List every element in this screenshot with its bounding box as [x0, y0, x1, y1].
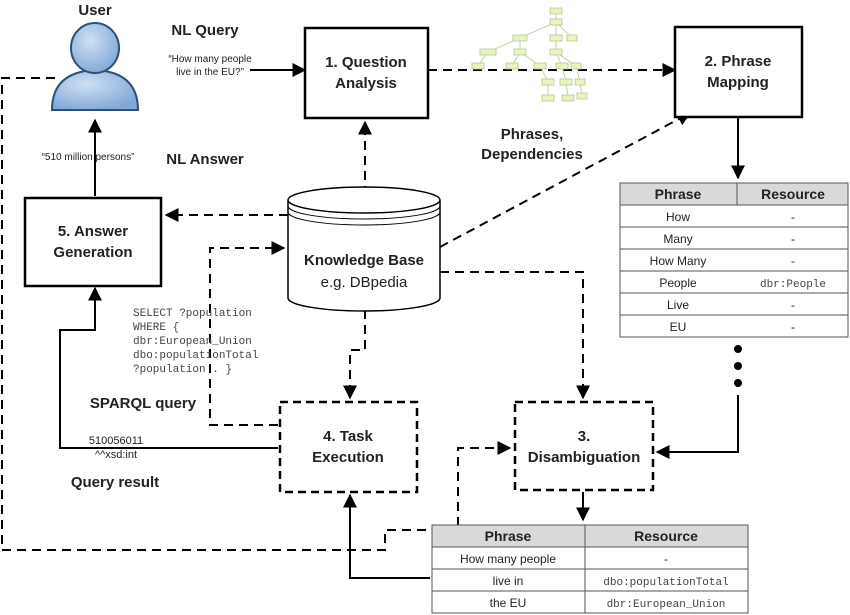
mapping-header-phrase: Phrase [655, 186, 702, 202]
mapping-row-resource: - [791, 254, 795, 268]
disambiguation-row-resource: dbr:European_Union [607, 599, 726, 611]
mapping-row-phrase: People [659, 276, 697, 290]
disambiguation-header-phrase: Phrase [485, 528, 532, 544]
phrase-mapping-line2: Mapping [707, 74, 769, 91]
phrase-mapping-table: Phrase Resource How - Many - How Many - … [619, 182, 849, 338]
dependency-tree-icon [471, 7, 588, 102]
mapping-row-resource: - [791, 298, 795, 312]
query-result-value: 510056011 [89, 435, 143, 447]
arrow-kb-to-mapping [439, 112, 692, 248]
phrases-dependencies-line2: Dependencies [481, 146, 583, 163]
knowledge-base-title: Knowledge Base [304, 252, 424, 269]
disambiguation-row-phrase: live in [493, 574, 524, 588]
disambiguation-row-phrase: the EU [490, 596, 527, 610]
disambiguation-row-phrase: How many people [460, 552, 556, 566]
arrow-kb-to-disambiguation [440, 271, 590, 400]
mapping-row-resource: - [791, 232, 795, 246]
knowledge-base-subtitle: e.g. DBpedia [321, 274, 408, 291]
phrase-mapping-box [673, 25, 804, 119]
disambiguation-line1: 3. [578, 428, 591, 445]
nl-query-title: NL Query [171, 22, 239, 39]
arrow-user-loop [1, 77, 512, 551]
user-label: User [78, 2, 112, 19]
disambiguation-box [513, 400, 655, 492]
knowledge-base-cylinder [287, 186, 441, 312]
question-analysis-box [303, 26, 430, 120]
answer-generation-line2: Generation [53, 244, 132, 261]
mapping-row-phrase: How [666, 210, 690, 224]
arrow-task-to-answer [59, 286, 278, 449]
task-execution-box [278, 400, 419, 494]
task-execution-line2: Execution [312, 449, 384, 466]
nl-query-line1: “How many people [168, 54, 252, 65]
arrow-sparql-to-kb [209, 241, 286, 426]
arrow-kb-to-task [343, 310, 366, 400]
sparql-line: dbr:European_Union [133, 336, 252, 348]
disambiguation-header-resource: Resource [634, 528, 698, 544]
mapping-header-resource: Resource [761, 186, 825, 202]
phrase-mapping-line1: 2. Phrase [705, 53, 772, 70]
query-result-caption: Query result [71, 474, 159, 491]
connectors [1, 63, 745, 579]
answer-generation-box [23, 196, 163, 288]
sparql-caption: SPARQL query [90, 395, 197, 412]
question-analysis-line1: 1. Question [325, 54, 407, 71]
question-analysis-line2: Analysis [335, 75, 397, 92]
disambiguation-row-resource: dbo:populationTotal [603, 577, 728, 589]
nl-answer-title: NL Answer [166, 151, 244, 168]
arrow-table-to-disambiguation [655, 395, 739, 459]
phrases-dependencies-line1: Phrases, [501, 126, 564, 143]
mapping-row-resource: - [791, 320, 795, 334]
disambiguation-line2: Disambiguation [528, 449, 641, 466]
nl-query-line2: live in the EU?” [176, 67, 244, 78]
arrow-table-to-task [343, 493, 430, 579]
mapping-row-phrase: How Many [650, 254, 707, 268]
mapping-row-resource: dbr:People [760, 279, 826, 291]
mapping-row-resource: - [791, 210, 795, 224]
sparql-line: dbo:populationTotal [133, 350, 258, 362]
mapping-row-phrase: EU [670, 320, 687, 334]
table-continuation-dots [734, 345, 742, 387]
disambiguation-row-resource: - [664, 552, 668, 566]
answer-generation-line1: 5. Answer [58, 223, 128, 240]
mapping-row-phrase: Live [667, 298, 689, 312]
nl-answer-text: “510 million persons” [42, 152, 135, 163]
mapping-row-phrase: Many [663, 232, 692, 246]
sparql-line: ?population . } [133, 364, 232, 376]
task-execution-line1: 4. Task [323, 428, 373, 445]
query-result-type: ^^xsd:int [95, 449, 137, 461]
sparql-line: SELECT ?population [133, 308, 252, 320]
user-icon [50, 22, 140, 111]
disambiguation-table: Phrase Resource How many people - live i… [431, 524, 749, 614]
sparql-line: WHERE { [133, 322, 179, 334]
